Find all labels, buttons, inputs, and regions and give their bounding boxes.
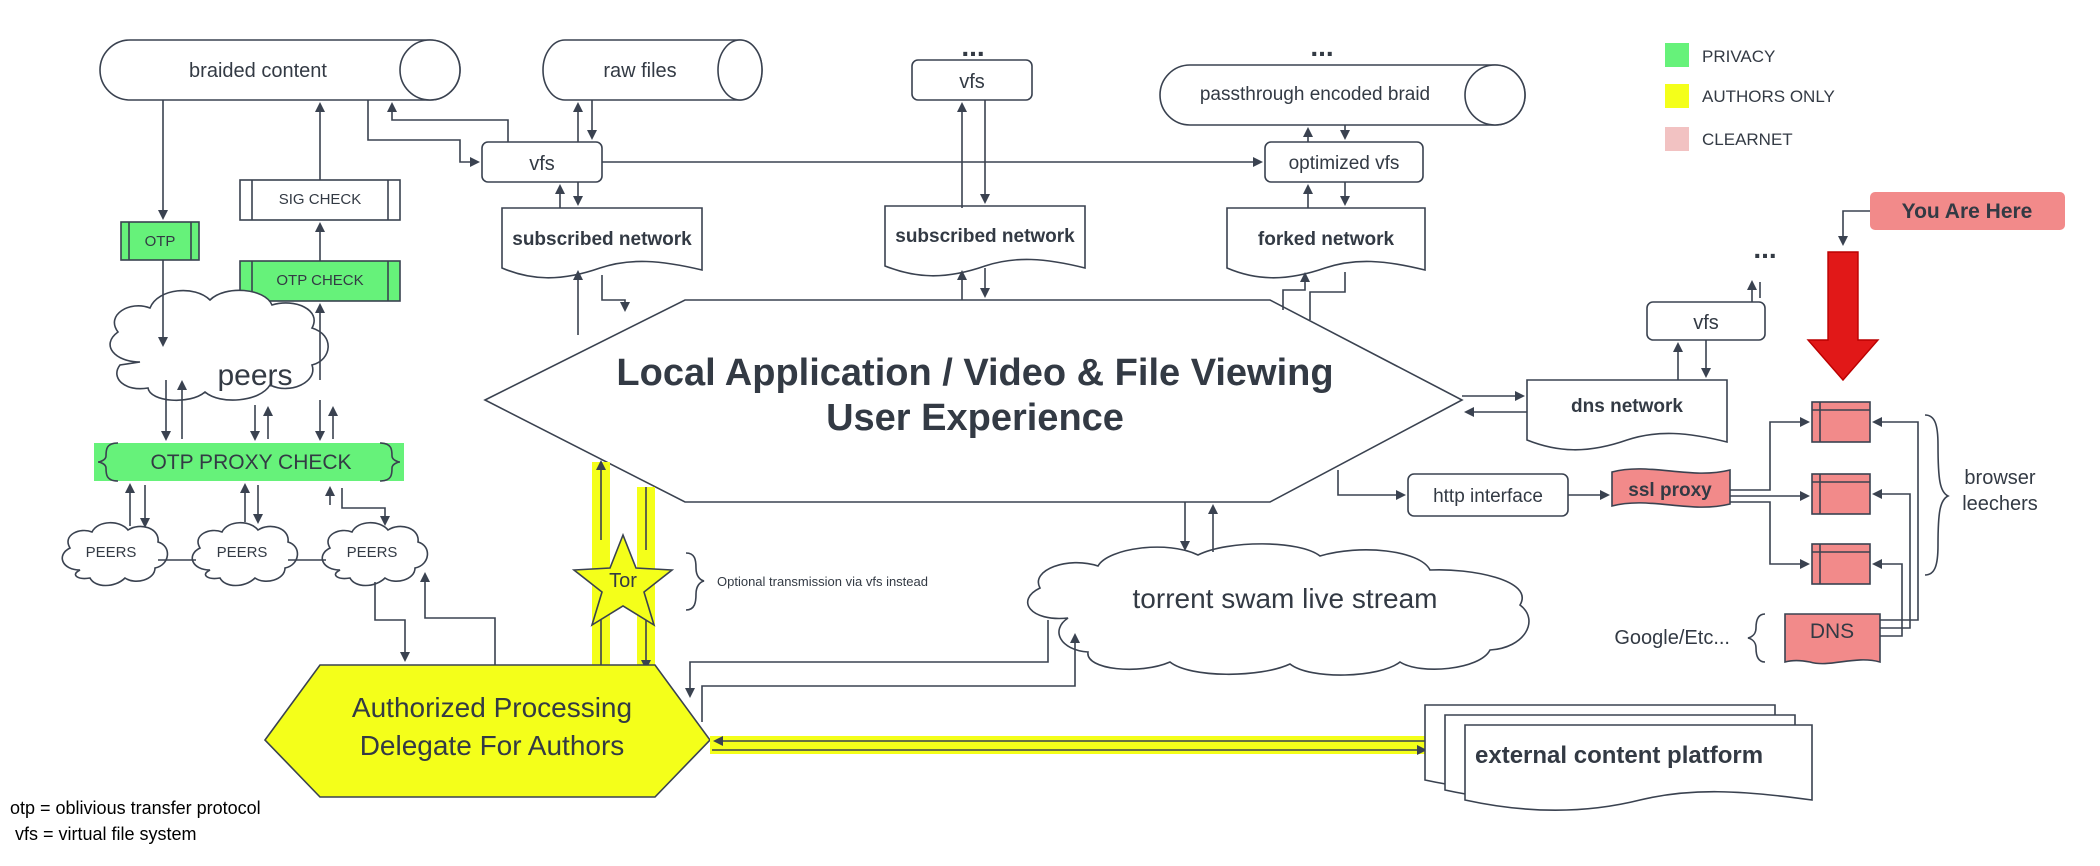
tor-note-brace bbox=[685, 552, 705, 611]
legend-swatch-privacy bbox=[1665, 43, 1689, 67]
subscribed-network-2-label: subscribed network bbox=[895, 226, 1075, 247]
red-down-arrow bbox=[1806, 251, 1880, 382]
peers-small-1: PEERS bbox=[61, 521, 169, 587]
peers-small-2-label: PEERS bbox=[217, 544, 268, 561]
optimized-vfs-node: optimized vfs bbox=[1264, 141, 1424, 183]
browser-block-3 bbox=[1811, 543, 1871, 585]
peers-cloud: peers bbox=[109, 289, 329, 402]
raw-files-label: raw files bbox=[603, 60, 676, 82]
subscribed-network-1-label: subscribed network bbox=[512, 229, 692, 250]
delegate-line2: Delegate For Authors bbox=[360, 730, 625, 761]
google-etc-label: Google/Etc... bbox=[1614, 627, 1730, 649]
otp-proxy-check-node: OTP PROXY CHECK bbox=[94, 442, 404, 482]
google-brace bbox=[1747, 613, 1766, 663]
external-platform-label: external content platform bbox=[1475, 742, 1763, 769]
vfs-main-label: vfs bbox=[529, 153, 555, 175]
ellipsis-right: ... bbox=[1753, 233, 1776, 264]
peers-small-3: PEERS bbox=[321, 521, 429, 587]
subscribed-network-2: subscribed network bbox=[884, 205, 1086, 277]
browser-leechers-line2: leechers bbox=[1962, 493, 2038, 515]
forked-network-label: forked network bbox=[1258, 229, 1395, 250]
you-are-here-badge: You Are Here bbox=[1870, 192, 2065, 230]
passthrough-braid-store: passthrough encoded braid bbox=[1159, 64, 1526, 126]
peers-small-3-label: PEERS bbox=[347, 544, 398, 561]
dns-network: dns network bbox=[1526, 379, 1728, 451]
vfs-top-mid-label: vfs bbox=[959, 71, 985, 93]
external-content-platform: external content platform bbox=[1424, 704, 1813, 811]
authors-channel bbox=[710, 736, 1430, 754]
legend-authors-only: AUTHORS ONLY bbox=[1702, 87, 1835, 106]
local-application-hexagon: Local Application / Video & File Viewing… bbox=[483, 299, 1464, 503]
center-title-line2: User Experience bbox=[826, 397, 1124, 439]
browser-block-1 bbox=[1811, 401, 1871, 443]
ellipsis-top-right: ... bbox=[1310, 31, 1333, 62]
http-interface-label: http interface bbox=[1433, 486, 1543, 507]
leechers-brace bbox=[1924, 414, 1950, 576]
vfs-right-label: vfs bbox=[1693, 312, 1719, 334]
dns-node: DNS bbox=[1784, 613, 1881, 665]
dns-network-label: dns network bbox=[1571, 396, 1683, 417]
ellipsis-top-mid: ... bbox=[961, 31, 984, 62]
browser-block-2 bbox=[1811, 473, 1871, 515]
tor-note: Optional transmission via vfs instead bbox=[717, 574, 928, 589]
torrent-label: torrent swam live stream bbox=[1133, 583, 1438, 614]
vfs-top-mid-node: vfs bbox=[911, 59, 1033, 101]
braided-content-label: braided content bbox=[189, 60, 327, 82]
ssl-proxy-label: ssl proxy bbox=[1628, 480, 1712, 501]
ssl-proxy-node: ssl proxy bbox=[1611, 468, 1731, 508]
forked-network: forked network bbox=[1226, 207, 1426, 279]
optimized-vfs-label: optimized vfs bbox=[1289, 153, 1400, 174]
sig-check-node: SIG CHECK bbox=[239, 179, 401, 221]
peers-small-2: PEERS bbox=[191, 521, 299, 587]
torrent-cloud: torrent swam live stream bbox=[1027, 543, 1530, 676]
connectors bbox=[125, 100, 1919, 722]
otp-node: OTP bbox=[120, 221, 200, 261]
dns-label: DNS bbox=[1810, 620, 1854, 643]
raw-files-store: raw files bbox=[542, 39, 763, 101]
you-are-here-label: You Are Here bbox=[1902, 200, 2033, 223]
center-title-line1: Local Application / Video & File Viewing bbox=[616, 352, 1333, 394]
legend: PRIVACY AUTHORS ONLY CLEARNET bbox=[1665, 43, 1835, 151]
legend-privacy: PRIVACY bbox=[1702, 47, 1775, 66]
vfs-main-node: vfs bbox=[481, 141, 603, 183]
authorized-delegate-hexagon: Authorized Processing Delegate For Autho… bbox=[263, 664, 712, 798]
passthrough-braid-label: passthrough encoded braid bbox=[1200, 84, 1430, 105]
tor-star: Tor bbox=[571, 532, 675, 627]
peers-small-1-label: PEERS bbox=[86, 544, 137, 561]
otp-check-node: OTP CHECK bbox=[239, 260, 401, 302]
otp-proxy-check-label: OTP PROXY CHECK bbox=[150, 451, 351, 474]
vfs-right-node: vfs bbox=[1646, 301, 1766, 341]
otp-label: OTP bbox=[145, 233, 176, 250]
legend-swatch-clearnet bbox=[1665, 127, 1689, 151]
footnote-otp: otp = oblivious transfer protocol bbox=[10, 798, 261, 818]
browser-leechers-line1: browser bbox=[1964, 467, 2035, 489]
legend-swatch-authors bbox=[1665, 84, 1689, 108]
tor-label: Tor bbox=[609, 570, 637, 592]
footnote-vfs: vfs = virtual file system bbox=[10, 824, 197, 844]
otp-check-label: OTP CHECK bbox=[276, 272, 363, 289]
peers-label: peers bbox=[217, 359, 292, 392]
subscribed-network-1: subscribed network bbox=[501, 207, 703, 279]
legend-clearnet: CLEARNET bbox=[1702, 130, 1793, 149]
http-interface-node: http interface bbox=[1407, 473, 1569, 517]
delegate-line1: Authorized Processing bbox=[352, 692, 632, 723]
sig-check-label: SIG CHECK bbox=[279, 191, 362, 208]
braided-content-store: braided content bbox=[99, 39, 461, 101]
